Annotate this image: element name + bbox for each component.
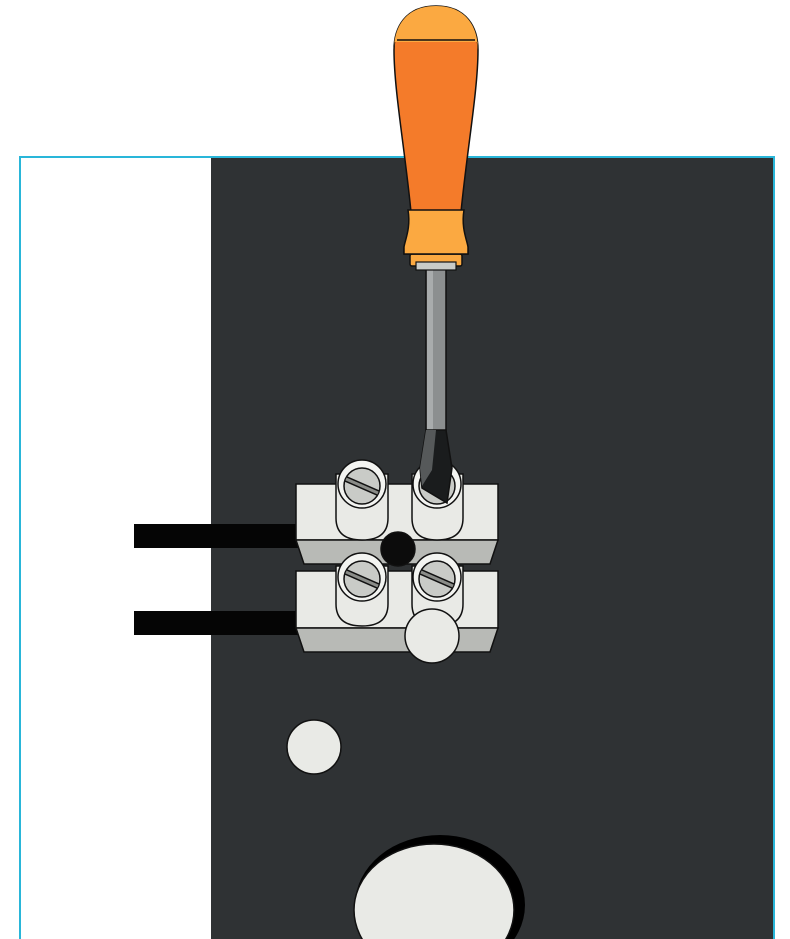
grommet-hole-icon xyxy=(353,835,525,939)
screw-icon xyxy=(337,552,387,602)
screwdriver-icon xyxy=(393,5,479,505)
wire-upper xyxy=(134,524,306,548)
center-peg-icon xyxy=(380,531,416,567)
screw-icon xyxy=(412,552,462,602)
terminal-block-lower xyxy=(294,565,500,653)
mounting-hole-icon xyxy=(286,719,342,775)
wire-lower xyxy=(134,611,306,635)
mounting-hole-icon xyxy=(404,608,460,664)
screw-icon xyxy=(337,459,387,509)
